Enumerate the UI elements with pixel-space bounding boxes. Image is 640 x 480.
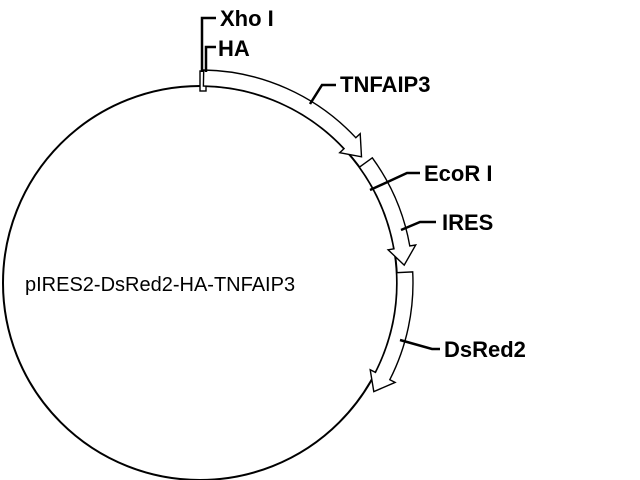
plasmid-name: pIRES2-DsRed2-HA-TNFAIP3 xyxy=(25,274,295,296)
tnfaip3-feature-arrow xyxy=(202,69,363,158)
ha-site-label: HA xyxy=(218,36,250,61)
ecor-site-label: EcoR I xyxy=(424,161,492,186)
tnfaip3-label: TNFAIP3 xyxy=(340,72,430,97)
ha-site-leader xyxy=(204,45,216,72)
ires-label: IRES xyxy=(442,210,493,235)
ires-feature-arrow xyxy=(358,156,418,267)
dsred2-label: DsRed2 xyxy=(444,337,526,362)
ecor-site-leader xyxy=(369,171,420,192)
dsred2-feature-arrow xyxy=(369,271,414,393)
xho-site-leader xyxy=(200,16,216,72)
xho-site-label: Xho I xyxy=(220,6,274,31)
tnfaip3-leader xyxy=(308,83,336,105)
dsred2-leader xyxy=(399,338,440,351)
ires-leader xyxy=(400,220,436,232)
